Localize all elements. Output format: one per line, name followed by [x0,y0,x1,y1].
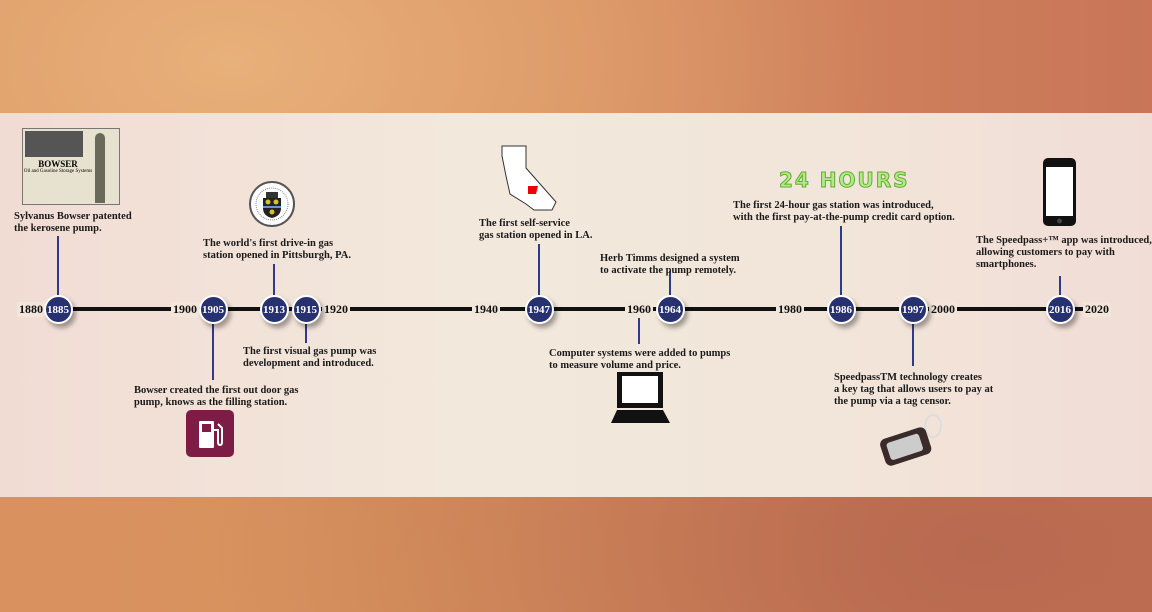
decade-label: 1880 [17,302,45,317]
connector [669,271,671,295]
decade-label: 1900 [171,302,199,317]
connector [57,236,59,295]
year-marker-1913: 1913 [259,295,289,324]
decade-label: 1920 [322,302,350,317]
gas-pump-icon [186,410,234,457]
connector [840,226,842,295]
connector [212,324,214,380]
connector [538,244,540,295]
connector [638,318,640,344]
pittsburgh-seal-icon [249,181,295,227]
event-text-1986: The first 24-hour gas station was introd… [733,200,955,223]
year-marker-1986: 1986 [826,295,856,324]
california-map-icon [501,145,557,211]
key-tag-icon [880,414,942,466]
timeline-axis [44,307,1094,311]
decade-label: 1980 [776,302,804,317]
year-marker-1905: 1905 [198,295,228,324]
year-marker-1947: 1947 [524,295,554,324]
year-marker-1915: 1915 [291,295,321,324]
bowser-ad-image: BOWSER Oil and Gasoline Storage Systems [22,128,120,205]
year-marker-2016: 2016 [1045,295,1075,324]
year-marker-1997: 1997 [898,295,928,324]
laptop-icon [611,372,670,423]
decade-label: 2020 [1083,302,1111,317]
connector [1059,276,1061,295]
decade-label: 2000 [929,302,957,317]
year-marker-1885: 1885 [43,295,73,324]
decade-label: 1960 [625,302,653,317]
24-hours-graphic: 24 HOURS [779,168,910,193]
event-text-2016: The Speedpass+™ app was introduced,allow… [976,235,1152,270]
connector [305,324,307,343]
connector [273,264,275,295]
decade-label: 1940 [472,302,500,317]
connector [912,324,914,366]
smartphone-icon [1043,158,1076,226]
year-marker-1964: 1964 [655,295,685,324]
